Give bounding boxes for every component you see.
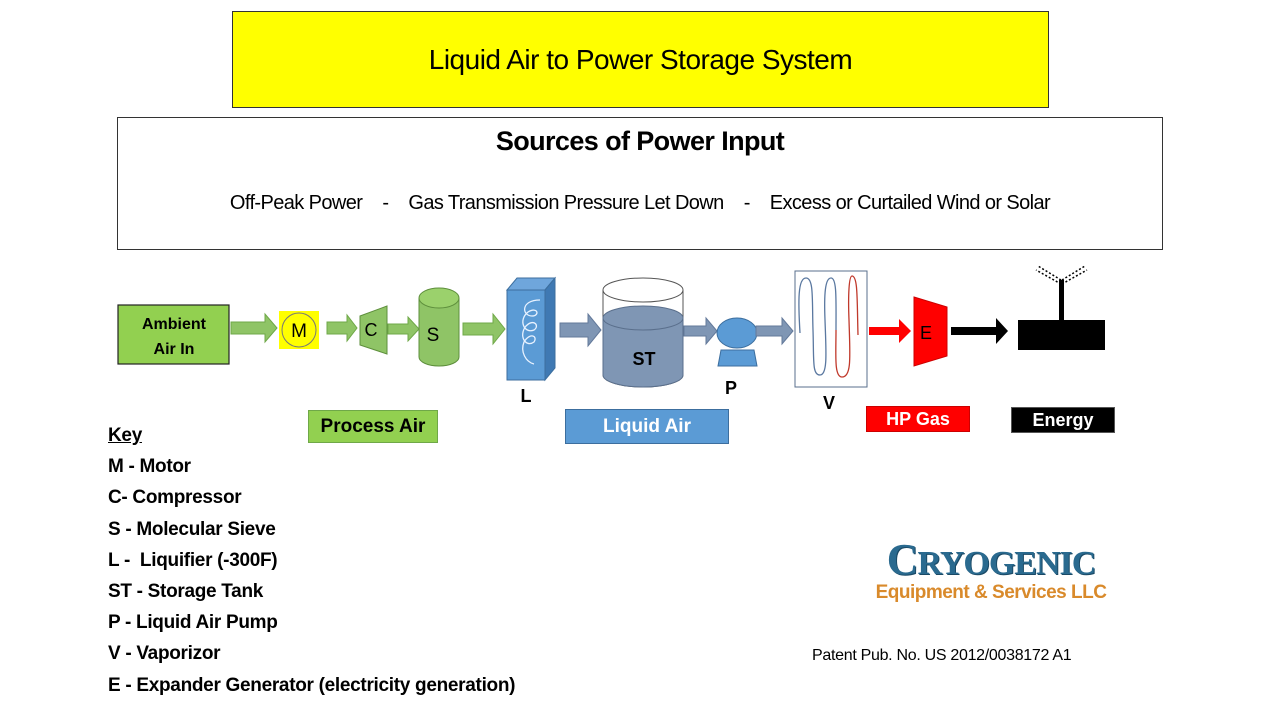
process-air-tag: Process Air (308, 410, 438, 443)
source-off-peak: Off-Peak Power (229, 192, 363, 214)
logo-initial: C (886, 535, 919, 584)
key-legend: Key M - Motor C- Compressor S - Molecula… (108, 420, 515, 701)
hp-gas-label: HP Gas (886, 408, 950, 429)
liquid-air-tag: Liquid Air (565, 409, 729, 444)
logo-rest: RYOGENIC (917, 545, 1096, 582)
sources-heading: Sources of Power Input (495, 126, 785, 156)
liquid-air-label: Liquid Air (603, 415, 691, 437)
page-title: Liquid Air to Power Storage System (428, 43, 853, 75)
key-item-motor: M - Motor (108, 456, 191, 478)
storage-tank-label: ST (632, 349, 655, 369)
key-item-expander: E - Expander Generator (electricity gene… (108, 674, 516, 696)
ambient-label-line1: Ambient (142, 316, 207, 333)
flow-arrow (387, 315, 420, 343)
key-item-vaporizor: V - Vaporizor (108, 643, 221, 665)
liquifier-label: L (521, 386, 532, 406)
flow-arrow (755, 316, 794, 346)
process-air-label: Process Air (320, 415, 426, 437)
company-logo: CRYOGENIC Equipment & Services LLC (866, 538, 1116, 604)
vaporizor-icon: V (794, 270, 868, 413)
source-gas-letdown: Gas Transmission Pressure Let Down (408, 192, 724, 214)
vaporizor-label: V (823, 393, 835, 413)
key-heading: Key (108, 425, 142, 446)
key-item-pump: P - Liquid Air Pump (108, 612, 278, 634)
source-wind-solar: Excess or Curtailed Wind or Solar (769, 192, 1051, 214)
title-banner: Liquid Air to Power Storage System (232, 11, 1049, 108)
flow-arrow (683, 316, 718, 346)
expander-icon: E (913, 296, 948, 367)
pump-label: P (725, 378, 737, 398)
sources-list: Off-Peak Power-Gas Transmission Pressure… (118, 192, 1162, 215)
pump-icon: P (716, 317, 758, 398)
energy-label: Energy (1032, 409, 1094, 430)
energy-tag: Energy (1011, 407, 1115, 433)
power-grid-icon (1018, 265, 1105, 350)
compressor-icon: C (359, 305, 388, 355)
compressor-label: C (365, 320, 378, 340)
separator: - (743, 192, 751, 214)
liquifier-icon: L (505, 276, 557, 406)
sources-panel: Sources of Power Input Off-Peak Power-Ga… (117, 117, 1163, 250)
key-item-liquifier: L - Liquifier (-300F) (108, 549, 278, 571)
flow-arrow (230, 312, 278, 344)
process-flow-diagram: Ambient Air In M C S L ST (117, 265, 1105, 413)
flow-arrow (326, 313, 358, 343)
key-item-compressor: C- Compressor (108, 487, 242, 509)
molecular-sieve-icon: S (418, 287, 460, 367)
flow-arrow (462, 312, 506, 346)
sieve-label: S (427, 325, 440, 346)
ambient-label-line2: Air In (154, 341, 195, 358)
logo-wordmark: CRYOGENIC (866, 538, 1116, 586)
hp-gas-tag: HP Gas (866, 406, 970, 432)
key-item-storage-tank: ST - Storage Tank (108, 581, 264, 603)
flow-arrow-red (869, 319, 911, 343)
motor-icon: M (279, 311, 319, 349)
separator: - (382, 192, 389, 214)
storage-tank-icon: ST (602, 277, 684, 388)
flow-arrow (559, 312, 602, 348)
motor-label: M (291, 321, 307, 342)
flow-arrow-black (951, 318, 1008, 344)
patent-reference: Patent Pub. No. US 2012/0038172 A1 (812, 647, 1072, 664)
key-item-sieve: S - Molecular Sieve (108, 518, 276, 540)
expander-label: E (920, 323, 932, 343)
ambient-air-node: Ambient Air In (117, 304, 230, 365)
logo-subtitle: Equipment & Services LLC (875, 582, 1107, 603)
